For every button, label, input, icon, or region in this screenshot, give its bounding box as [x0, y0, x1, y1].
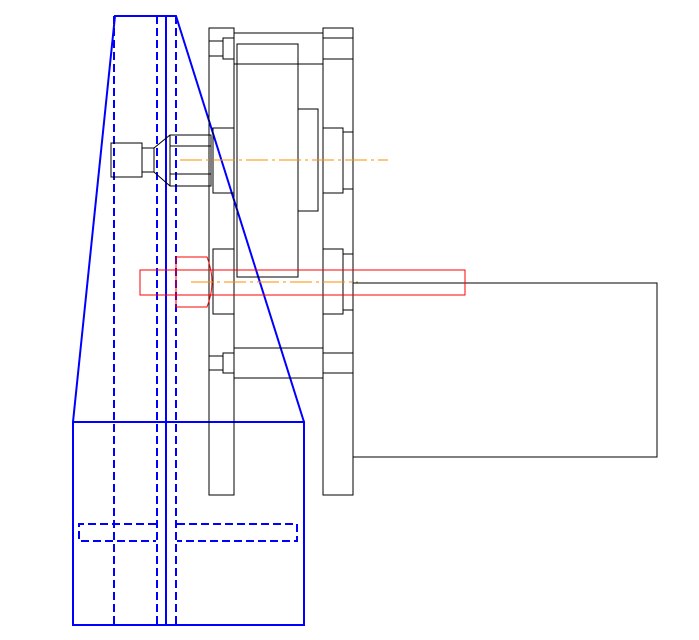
- hidden-slot-right: [177, 523, 298, 542]
- housing-taper-outline: [72, 15, 305, 423]
- bolt-bottom: [222, 352, 235, 374]
- input-shaft-end: [110, 142, 143, 178]
- right-plate: [322, 27, 354, 496]
- centerlines: [180, 159, 388, 283]
- gearbox-black: [110, 27, 658, 496]
- coupling: [153, 134, 212, 187]
- housing-base: [72, 421, 305, 626]
- spacer: [233, 347, 324, 379]
- hidden-slot-left: [78, 523, 156, 542]
- motor: [352, 282, 658, 458]
- housing-blue: [72, 15, 305, 626]
- output-shaft: [139, 269, 466, 296]
- bolt-top: [222, 37, 235, 60]
